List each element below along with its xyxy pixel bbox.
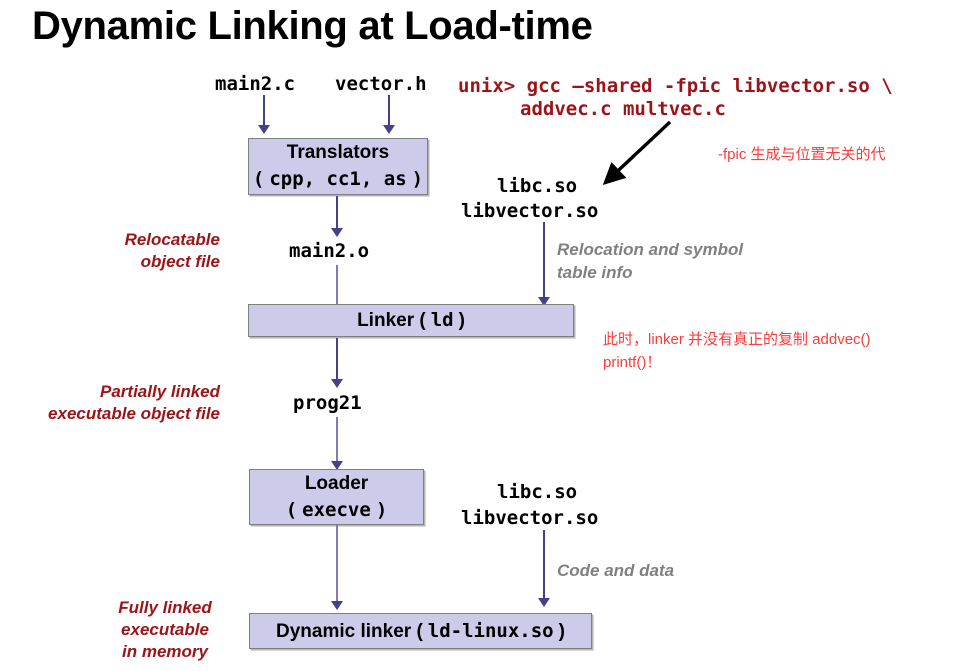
- box-dynamic-linker[interactable]: Dynamic linker (ld-linux.so): [249, 613, 592, 649]
- line-prog21-to-loader: [336, 417, 338, 467]
- loader-syscall: execve: [302, 498, 371, 521]
- shared-lib-libc-top: libc.so: [497, 175, 578, 197]
- box-loader[interactable]: Loader (execve): [249, 469, 424, 525]
- shell-command-line2: addvec.c multvec.c: [520, 98, 726, 120]
- arrowhead-prog21: [331, 379, 343, 388]
- arrow-vectorh-to-translators: [388, 95, 390, 127]
- paren-open: (: [252, 168, 265, 190]
- edge-label-code-and-data: Code and data: [557, 561, 675, 580]
- box-linker[interactable]: Linker (ld): [248, 304, 574, 337]
- arrow-main2c-to-translators: [263, 95, 265, 127]
- shell-command-line1: unix> gcc –shared -fpic libvector.so \: [458, 75, 893, 97]
- linker-program: ld: [430, 309, 454, 331]
- translator-tools: cpp, cc1, as: [269, 168, 407, 190]
- artifact-main2o: main2.o: [289, 240, 370, 262]
- loader-paren-close: ): [375, 498, 388, 521]
- dynamic-linker-paren-close: ): [558, 620, 565, 642]
- arrowhead-libs-to-dynamic-linker: [538, 598, 550, 607]
- arrowhead-main2c: [258, 125, 270, 134]
- arrow-libs-to-linker: [543, 222, 545, 302]
- shared-lib-libvector-bottom: libvector.so: [461, 507, 599, 529]
- source-file-vectorh: vector.h: [335, 73, 427, 95]
- page-title: Dynamic Linking at Load-time: [32, 4, 593, 48]
- arrow-translators-to-main2o: [336, 196, 338, 230]
- chinese-note-linker-line1: 此时，linker 并没有真正的复制 addvec(): [603, 331, 871, 348]
- arrow-linker-to-prog21: [336, 338, 338, 382]
- box-loader-title: Loader: [304, 472, 369, 494]
- shared-lib-libc-bottom: libc.so: [497, 481, 578, 503]
- arrowhead-dynamic-linker-left: [331, 601, 343, 610]
- shared-lib-libvector-top: libvector.so: [461, 200, 599, 222]
- line-loader-to-dynamic-linker: [336, 525, 338, 605]
- box-translators-subtitle: (cpp, cc1, as): [253, 166, 423, 193]
- dynamic-linker-program: ld-linux.so: [427, 619, 554, 642]
- box-translators-title: Translators: [286, 142, 390, 163]
- box-linker-label: Linker (ld): [357, 307, 465, 334]
- arrowhead-main2o: [331, 228, 343, 237]
- arrowhead-libs-to-linker: [538, 297, 550, 306]
- arrow-libs-to-dynamic-linker: [543, 530, 545, 603]
- chinese-note-linker-line2: printf()！: [603, 354, 662, 371]
- arrowhead-loader-in: [331, 461, 343, 470]
- linker-paren-close: ): [458, 310, 465, 331]
- line-main2o-to-linker: [336, 265, 338, 306]
- box-loader-subtitle: (execve): [286, 497, 388, 524]
- paren-close: ): [411, 168, 424, 190]
- linker-text: Linker (: [357, 310, 426, 331]
- loader-paren-open: (: [285, 498, 298, 521]
- artifact-prog21: prog21: [293, 392, 362, 414]
- arrow-command-to-shared-libs: [602, 120, 672, 186]
- source-file-main2c: main2.c: [215, 73, 296, 95]
- box-translators[interactable]: Translators (cpp, cc1, as): [248, 138, 428, 195]
- box-dynamic-linker-label: Dynamic linker (ld-linux.so): [276, 618, 565, 645]
- arrowhead-vectorh: [383, 125, 395, 134]
- dynamic-linker-text: Dynamic linker (: [276, 620, 423, 642]
- chinese-note-fpic: -fpic 生成与位置无关的代: [718, 146, 886, 163]
